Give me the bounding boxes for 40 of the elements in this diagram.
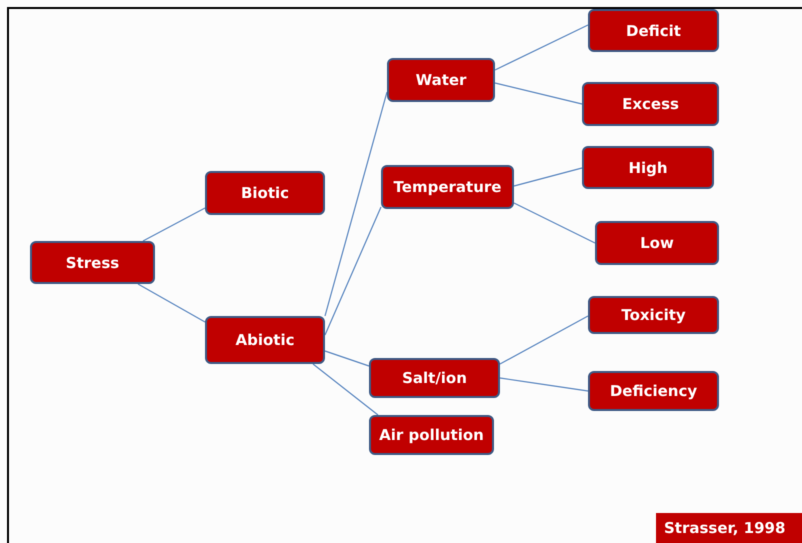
- connector-line: [494, 82, 582, 105]
- connector-line: [500, 315, 588, 365]
- box-label: Low: [640, 234, 674, 252]
- category-box: [369, 358, 500, 398]
- category-box: [205, 171, 325, 215]
- box-label: Toxicity: [621, 306, 686, 324]
- category-box: [369, 415, 494, 455]
- connector-line: [514, 167, 582, 187]
- box-label: Temperature: [394, 178, 502, 196]
- category-box: [582, 146, 714, 189]
- box-label: Excess: [622, 95, 679, 113]
- connector-line: [324, 206, 382, 336]
- connector-line: [514, 202, 596, 244]
- box-label: Deficiency: [610, 382, 698, 400]
- connector-line: [494, 24, 588, 71]
- box-label: Salt/ion: [402, 369, 467, 387]
- category-box: [582, 82, 719, 126]
- box-label: Air pollution: [379, 426, 484, 444]
- connector-line: [324, 350, 370, 367]
- box-label: Water: [416, 71, 466, 89]
- citation-band: [656, 513, 802, 543]
- box-label: Deficit: [626, 22, 681, 40]
- box-label: Abiotic: [236, 331, 294, 349]
- category-box: [387, 58, 495, 102]
- connector-line: [312, 364, 378, 416]
- category-box: [588, 371, 719, 411]
- category-box: [595, 221, 719, 265]
- connector-line: [324, 92, 388, 316]
- connector-line: [500, 377, 588, 392]
- category-box: [30, 241, 155, 284]
- category-box: [381, 165, 514, 209]
- connector-line: [138, 283, 206, 323]
- category-box: [588, 296, 719, 334]
- citation-text: Strasser, 1998: [664, 519, 786, 537]
- category-box: [588, 9, 719, 52]
- category-box: [205, 316, 325, 364]
- box-label: High: [628, 158, 668, 176]
- connector-line: [142, 207, 206, 242]
- box-label: Stress: [66, 254, 120, 272]
- box-label: Biotic: [240, 184, 290, 202]
